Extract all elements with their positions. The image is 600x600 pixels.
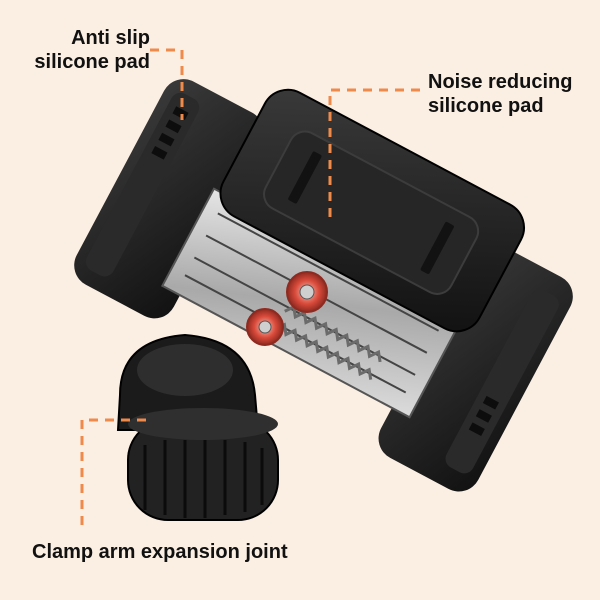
- anti-slip-label: Anti slip silicone pad: [30, 26, 150, 74]
- right-jaw-ribs: [468, 395, 499, 437]
- noise-reducing-leader: [328, 88, 420, 220]
- gear-top: [286, 271, 328, 313]
- left-jaw: [74, 79, 264, 319]
- left-jaw-ribs: [151, 106, 189, 160]
- clamp-arm-label: Clamp arm expansion joint: [32, 540, 332, 564]
- noise-reducing-pad: [263, 130, 480, 295]
- gear-bottom: [246, 308, 284, 346]
- clamp-arm-text: Clamp arm expansion joint: [32, 541, 288, 563]
- anti-slip-leader: [150, 48, 184, 120]
- noise-reducing-label: Noise reducing silicone pad: [428, 70, 598, 118]
- noise-reducing-line1: Noise reducing: [428, 71, 573, 93]
- anti-slip-line2: silicone pad: [34, 51, 150, 73]
- clamp-arm-leader: [80, 418, 148, 525]
- ball-joint-mount: [116, 333, 279, 521]
- leader-lines: [80, 48, 420, 525]
- right-jaw: [378, 243, 573, 492]
- anti-slip-line1: Anti slip: [71, 27, 150, 49]
- noise-reducing-line2: silicone pad: [428, 95, 544, 117]
